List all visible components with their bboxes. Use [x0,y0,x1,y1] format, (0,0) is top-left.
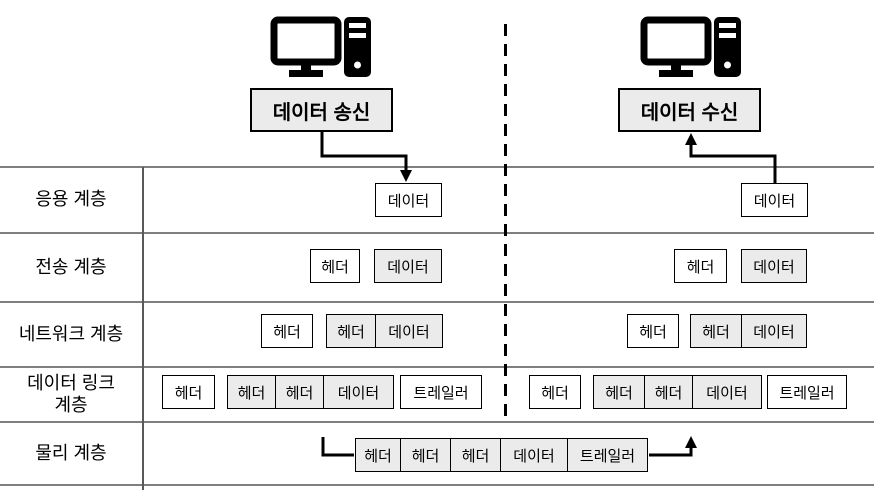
box-header: 헤더 [593,375,645,409]
box-header: 헤더 [450,438,501,472]
layer-label-application: 응용 계층 [35,189,107,210]
box-trailer: 트레일러 [400,375,482,409]
box-data: 데이터 [375,183,442,217]
sender-network-pdu: 헤더 데이터 [326,314,443,348]
box-header: 헤더 [355,438,401,472]
box-data: 데이터 [741,183,808,217]
box-header: 헤더 [529,375,581,409]
box-trailer: 트레일러 [767,375,847,409]
box-header: 헤더 [162,375,215,409]
box-header: 헤더 [326,314,376,348]
sender-datalink-pdu: 헤더 헤더 데이터 [227,375,394,409]
row-line-transport-network [0,301,874,303]
receiver-network-pdu: 헤더 데이터 [690,314,807,348]
layer-label-datalink: 데이터 링크 계층 [27,372,115,416]
label-column-divider [142,167,144,490]
box-header: 헤더 [690,314,742,348]
row-line-app-transport [0,232,874,234]
host-separator-dashed-line [504,24,507,422]
sender-title: 데이터 송신 [250,88,393,132]
row-line-datalink-physical [0,421,874,423]
box-header: 헤더 [275,375,324,409]
row-line-top [0,166,874,168]
box-trailer: 트레일러 [567,438,648,472]
receiver-computer-icon [640,16,742,78]
box-header: 헤더 [627,314,679,348]
row-line-bottom [0,484,874,486]
box-header: 헤더 [400,438,451,472]
layer-label-network: 네트워크 계층 [18,323,124,344]
box-data: 데이터 [741,314,807,348]
box-data: 데이터 [375,314,443,348]
box-header: 헤더 [674,249,727,283]
receiver-title: 데이터 수신 [618,88,761,132]
box-header: 헤더 [227,375,276,409]
row-line-network-datalink [0,366,874,368]
box-header: 헤더 [310,249,360,283]
layer-label-transport: 전송 계층 [35,256,107,277]
layer-label-physical: 물리 계층 [35,442,107,463]
box-data: 데이터 [692,375,762,409]
sender-computer-icon [270,16,372,78]
box-data: 데이터 [741,249,807,283]
box-data: 데이터 [323,375,394,409]
physical-frame: 헤더 헤더 헤더 데이터 트레일러 [355,438,648,472]
box-data: 데이터 [500,438,568,472]
box-header: 헤더 [644,375,693,409]
box-data: 데이터 [374,249,442,283]
box-header: 헤더 [261,314,313,348]
receiver-datalink-pdu: 헤더 헤더 데이터 [593,375,762,409]
